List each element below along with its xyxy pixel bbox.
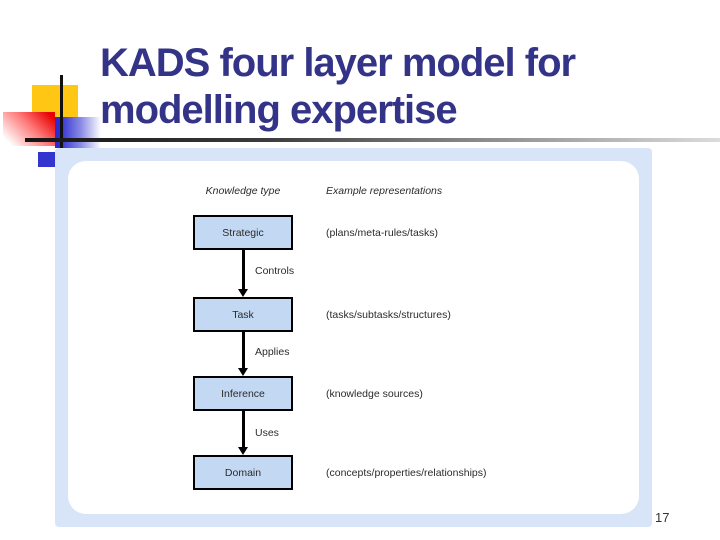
representation-task: (tasks/subtasks/structures)	[326, 309, 451, 321]
representation-domain: (concepts/properties/relationships)	[326, 467, 487, 479]
arrow-shaft	[242, 411, 245, 448]
title-underline-rule	[25, 138, 720, 142]
arrow-strategic-to-task	[237, 250, 250, 297]
arrow-label-uses: Uses	[255, 427, 279, 439]
arrow-head-icon	[238, 447, 248, 455]
diagram-canvas	[68, 161, 639, 514]
layer-box-inference: Inference	[193, 376, 293, 411]
layer-box-domain: Domain	[193, 455, 293, 490]
arrow-inference-to-domain	[237, 411, 250, 455]
diagram-panel	[55, 148, 652, 527]
layer-box-strategic: Strategic	[193, 215, 293, 250]
column-header-example-representations: Example representations	[326, 185, 443, 197]
arrow-shaft	[242, 332, 245, 369]
slide-title: KADS four layer model for modelling expe…	[100, 40, 680, 134]
blue-fade-square-decoration	[55, 117, 103, 148]
arrow-head-icon	[238, 289, 248, 297]
arrow-task-to-inference	[237, 332, 250, 376]
crosshair-vertical-line	[60, 75, 63, 148]
arrow-label-controls: Controls	[255, 265, 295, 277]
arrow-label-applies: Applies	[255, 346, 290, 358]
representation-inference: (knowledge sources)	[326, 388, 423, 400]
page-number: 17	[655, 510, 670, 525]
slide-title-line-1: KADS four layer model for	[100, 41, 576, 85]
arrow-head-icon	[238, 368, 248, 376]
column-header-knowledge-type: Knowledge type	[205, 185, 281, 197]
slide-title-line-2: modelling expertise	[100, 88, 458, 132]
layer-box-task: Task	[193, 297, 293, 332]
arrow-shaft	[242, 250, 245, 290]
representation-strategic: (plans/meta-rules/tasks)	[326, 227, 439, 239]
small-blue-square-decoration	[38, 152, 55, 167]
